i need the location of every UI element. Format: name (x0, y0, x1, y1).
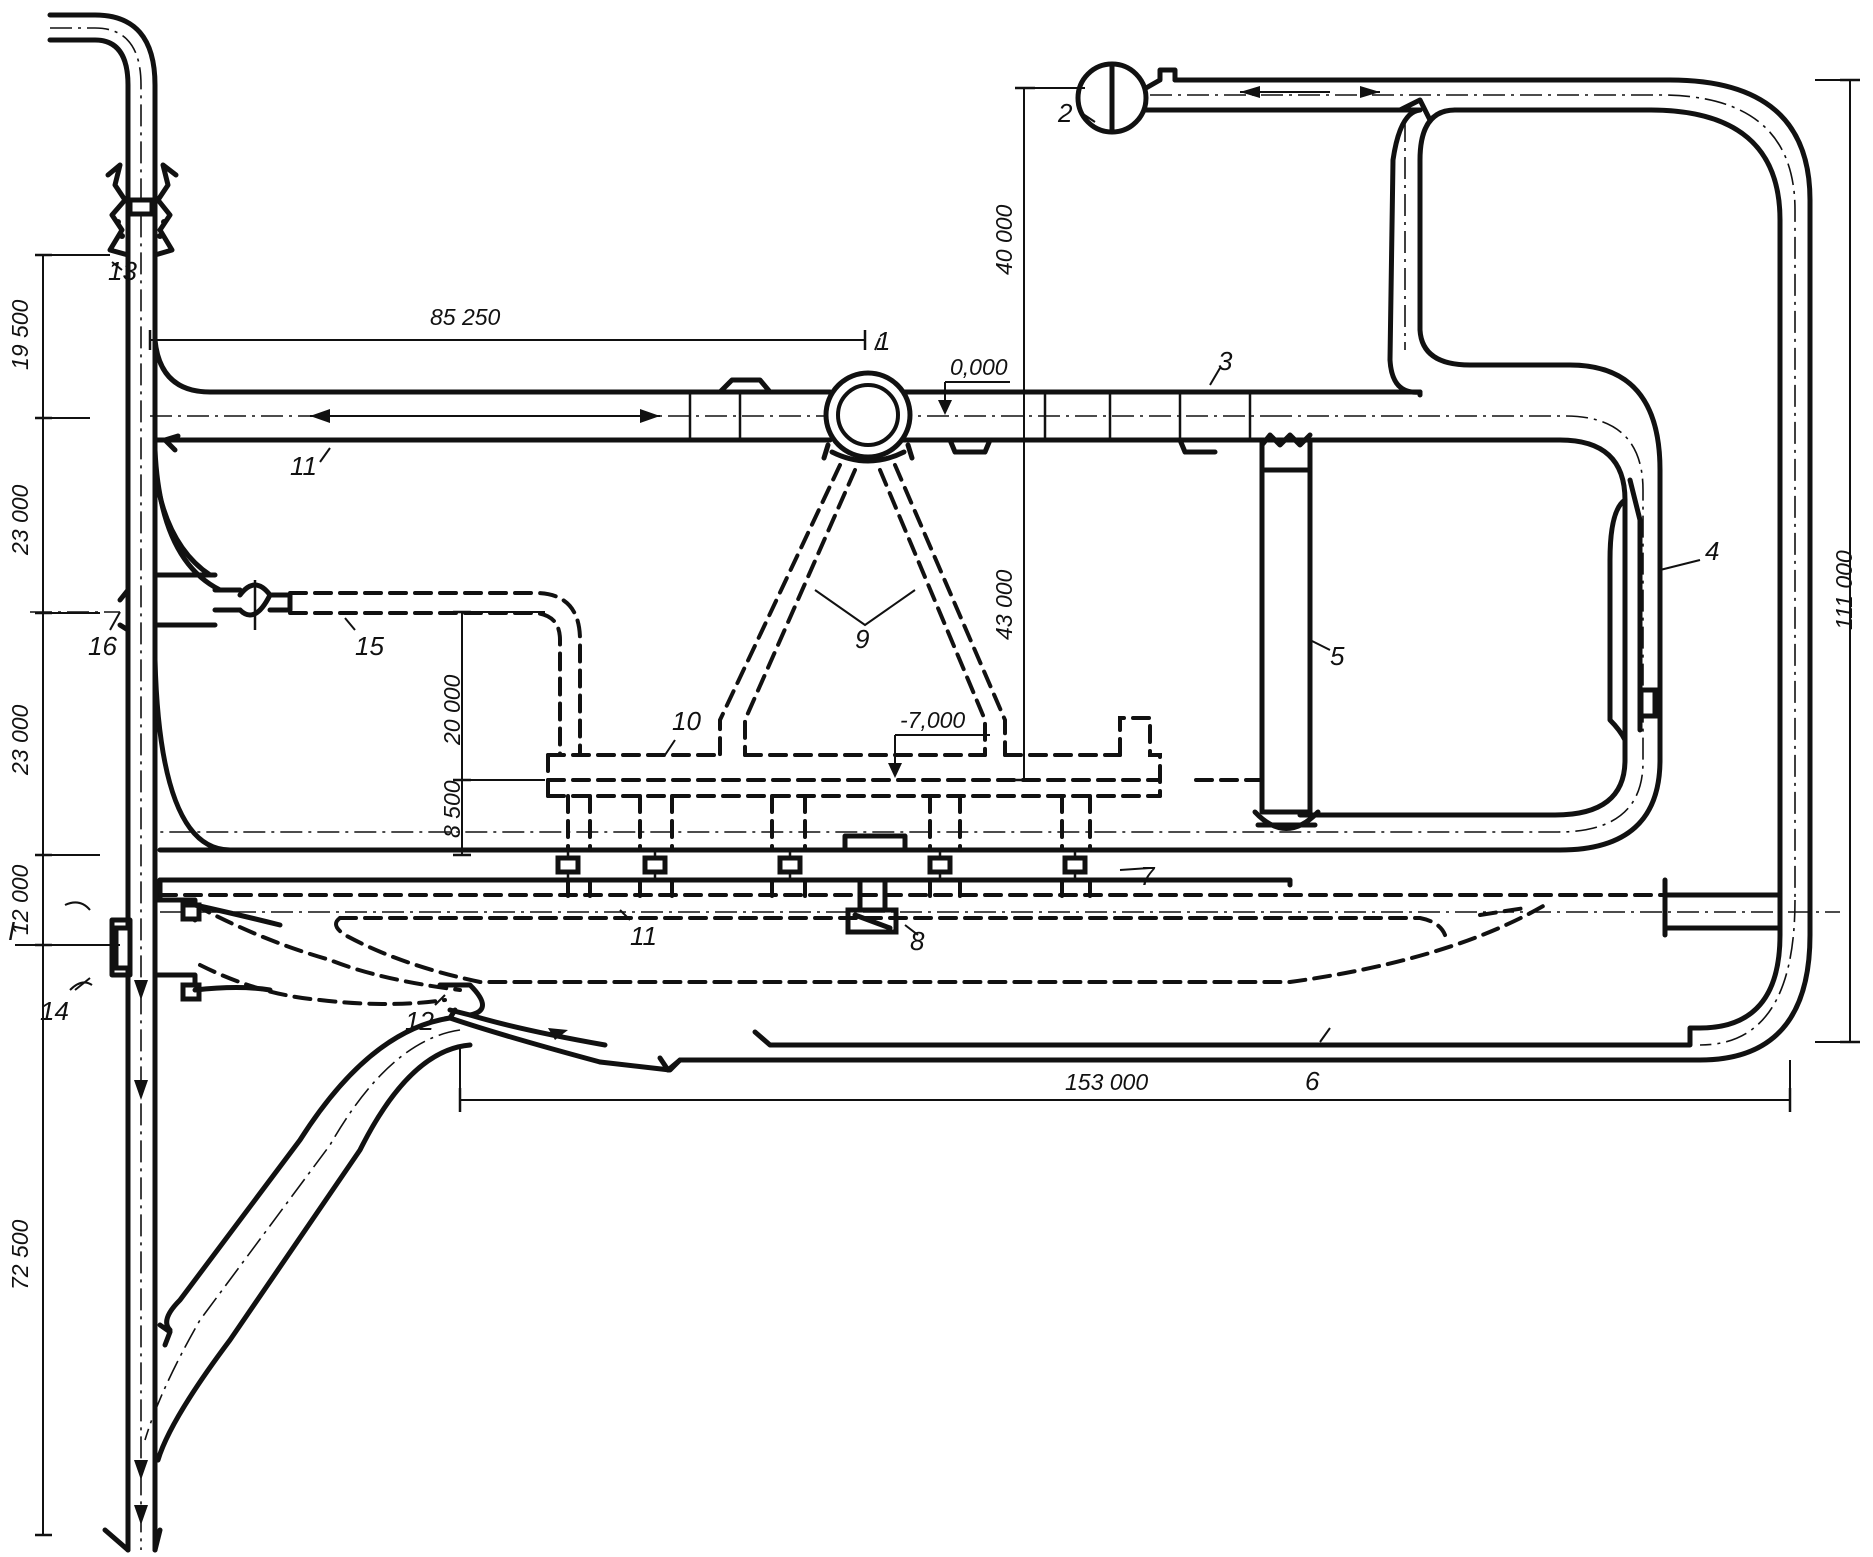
callout-16: 16 (88, 631, 117, 661)
top-right-loop-tunnel (1143, 77, 1813, 900)
dashed-tunnel-11 (158, 893, 1667, 1006)
callout-5: 5 (1330, 641, 1345, 671)
dim-upper-vertical: 40 000 (991, 204, 1017, 275)
callout-8: 8 (910, 926, 925, 956)
section-mark-label: I (8, 916, 15, 946)
callout-6: 6 (1305, 1066, 1320, 1096)
dim-left-1: 19 500 (7, 299, 33, 370)
dimension-lines (35, 78, 1860, 1537)
side-gallery-15 (30, 447, 293, 633)
structure-2 (1075, 61, 1178, 135)
portal-14 (109, 897, 283, 1002)
dim-mid-vertical: 43 000 (991, 569, 1017, 640)
dim-right-total: 111 000 (1831, 550, 1857, 630)
shaft-5 (1188, 432, 1321, 831)
callout-13: 13 (108, 256, 137, 286)
dimension-texts: 85 250 40 000 43 000 19 500 23 000 23 00… (7, 204, 1857, 1290)
callout-3: 3 (1218, 346, 1233, 376)
structure-1 (821, 370, 915, 464)
dim-left-5: 72 500 (7, 1219, 33, 1290)
elevation-lower: -7,000 (900, 707, 965, 733)
callout-2: 2 (1057, 98, 1073, 128)
dashed-inclines-9 (718, 463, 1007, 757)
elevation-marks (888, 381, 1010, 778)
callout-leaders (74, 111, 1701, 1043)
callout-15: 15 (355, 631, 384, 661)
callout-numbers: 1 2 3 4 5 6 7 8 9 10 11 11 12 13 14 15 1… (8, 98, 1719, 1096)
dim-left-3: 23 000 (7, 704, 33, 776)
main-shaft-tunnel (47, 12, 163, 1553)
callout-14: 14 (40, 996, 69, 1026)
dim-inner-1: 20 000 (439, 674, 465, 746)
callout-11-lower: 11 (630, 921, 657, 951)
dashed-chamber-10 (546, 716, 1162, 907)
callout-12: 12 (405, 1006, 434, 1036)
flow-arrows (134, 980, 148, 1525)
dim-left-2: 23 000 (7, 484, 33, 556)
ramp-12 (144, 982, 608, 1463)
callout-9: 9 (855, 624, 869, 654)
dim-bottom-span: 153 000 (1065, 1069, 1148, 1095)
upper-gallery (150, 337, 1423, 455)
tunnel-4 (155, 362, 1663, 853)
callout-10: 10 (672, 706, 701, 736)
dim-left-4: 12 000 (7, 864, 33, 935)
dim-top-span: 85 250 (430, 304, 501, 330)
portal-13 (105, 162, 179, 258)
callout-1: 1 (876, 326, 890, 356)
dim-inner-2: 8 500 (439, 780, 465, 838)
callout-7: 7 (1140, 861, 1156, 891)
dashed-gallery-15 (288, 591, 582, 757)
section-mark (15, 901, 120, 991)
bottom-tunnel-6 (160, 877, 1840, 1073)
callout-11-upper: 11 (290, 451, 317, 481)
elevation-upper: 0,000 (950, 354, 1008, 380)
callout-4: 4 (1705, 536, 1719, 566)
